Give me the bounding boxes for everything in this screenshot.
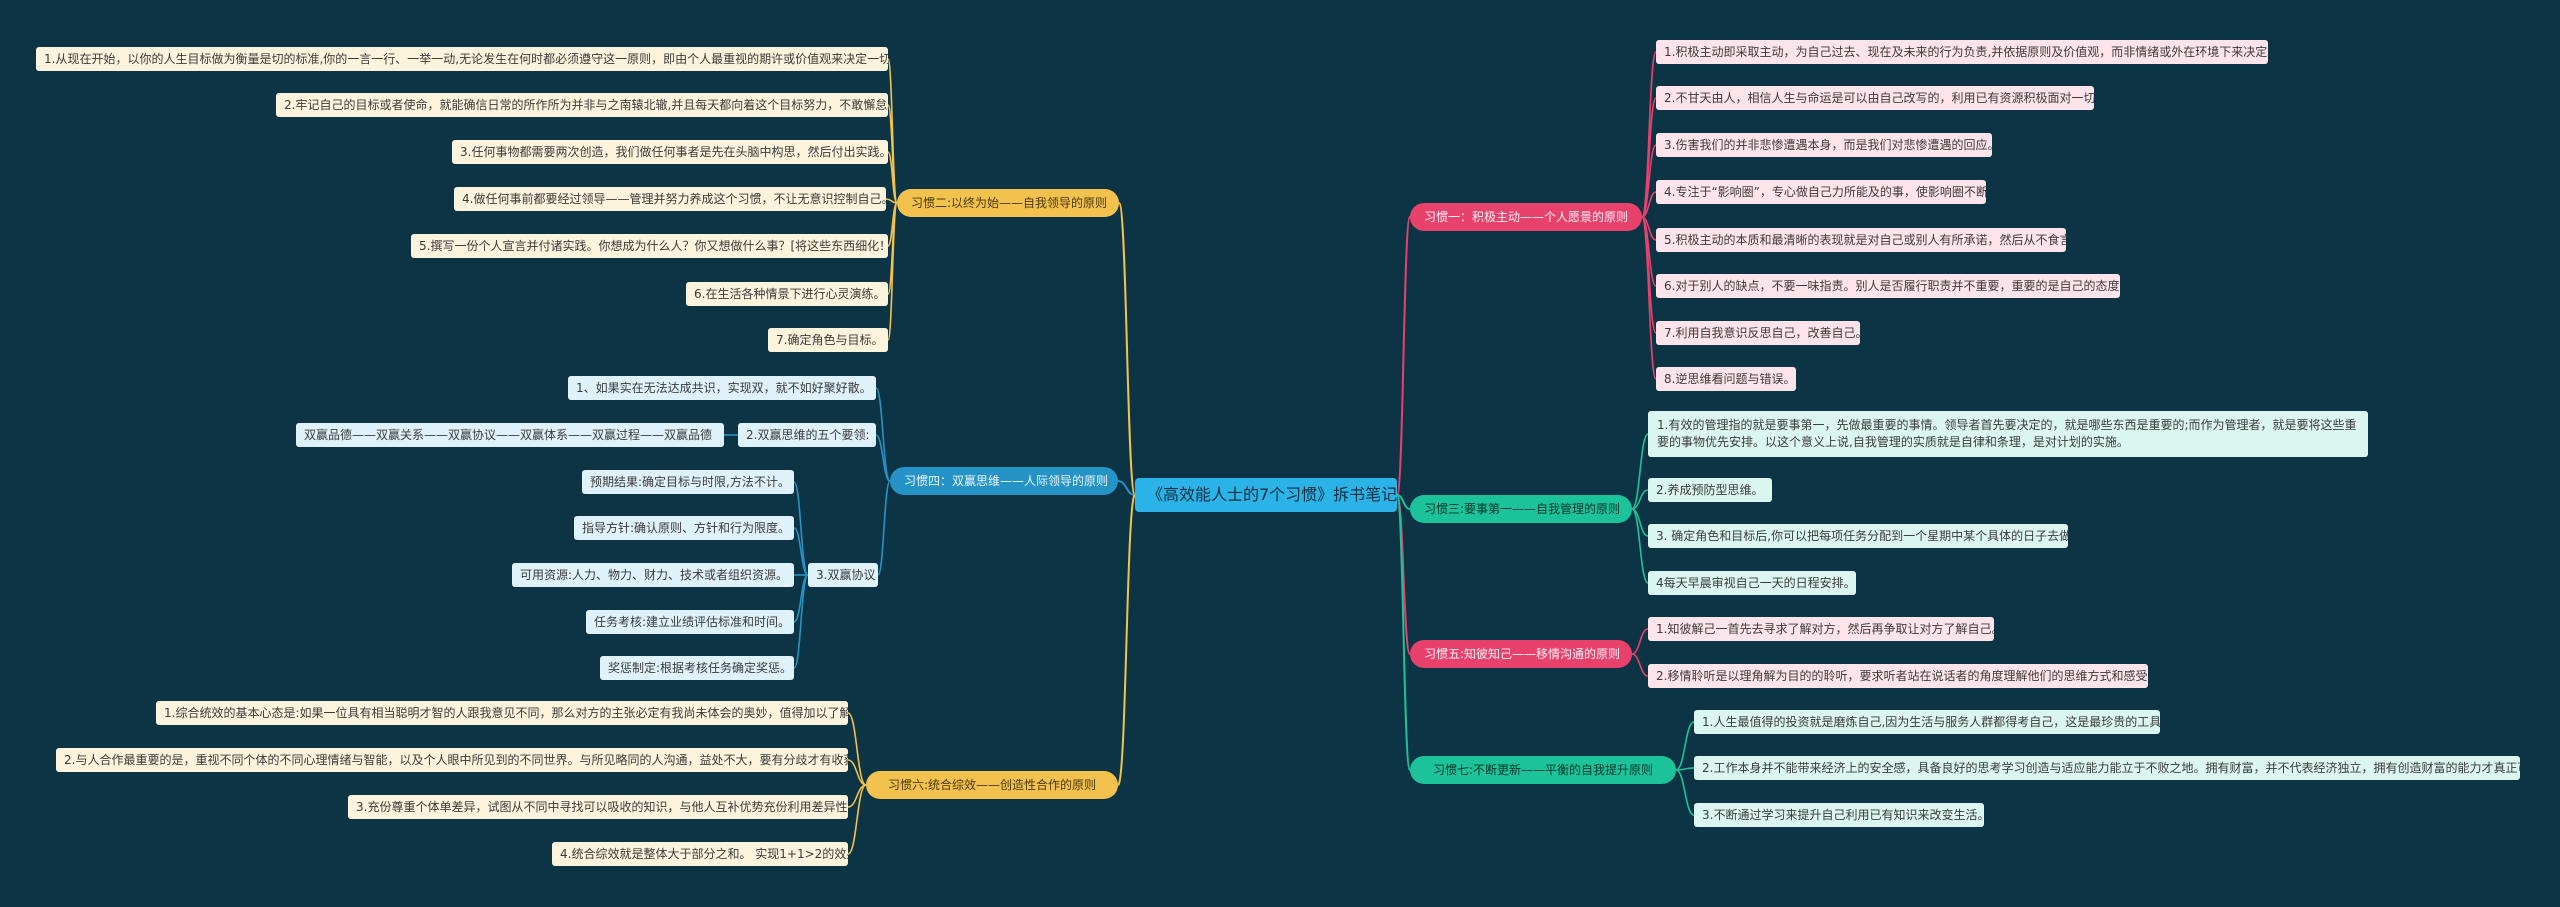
connector-line [793, 574, 809, 669]
habit-4-agreement-4[interactable]: 任务考核:建立业绩评估标准和时间。 [586, 610, 794, 634]
habit-4-item-2[interactable]: 2.双赢思维的五个要领: [738, 423, 876, 447]
connector-line [877, 480, 891, 576]
connector-line [1117, 494, 1136, 786]
habit-3-item-2[interactable]: 2.养成预防型思维。 [1648, 478, 1772, 502]
connector-line [875, 434, 891, 482]
habit-4-item-1[interactable]: 1、如果实在无法达成共识，实现双，就不如好聚好散。 [568, 376, 876, 400]
branch-habit-1[interactable]: 习惯一：积极主动——个人愿景的原则 [1410, 203, 1642, 231]
connector-line [1631, 508, 1649, 584]
habit-1-item-7[interactable]: 7.利用自我意识反思自己，改善自己。 [1656, 321, 1860, 345]
connector-line [1675, 769, 1695, 816]
connector-line [1641, 191, 1657, 218]
habit-4-agreement-2[interactable]: 指导方针:确认原则、方针和行为限度。 [574, 516, 794, 540]
connector-line [847, 712, 867, 786]
habit-4-agreement-5[interactable]: 奖惩制定:根据考核任务确定奖惩。 [600, 656, 794, 680]
habit-4-agreement-3[interactable]: 可用资源:人力、物力、财力、技术或者组织资源。 [512, 563, 794, 587]
habit-6-item-3[interactable]: 3.充份尊重个体单差异，试图从不同中寻找可以吸收的知识，与他人互补优势充份利用差… [348, 795, 848, 819]
habit-4-item-3[interactable]: 3.双赢协议 [808, 563, 878, 587]
habit-4-agreement-1[interactable]: 预期结果:确定目标与时限,方法不计。 [582, 470, 794, 494]
habit-1-item-5[interactable]: 5.积极主动的本质和最清晰的表现就是对自己或别人有所承诺，然后从不食言。 [1656, 228, 2066, 252]
habit-1-item-8[interactable]: 8.逆思维看问题与错误。 [1656, 367, 1796, 391]
branch-habit-3[interactable]: 习惯三:要事第一——自我管理的原则 [1410, 495, 1632, 523]
connector-line [875, 387, 891, 482]
habit-1-item-6[interactable]: 6.对于别人的缺点，不要一味指责。别人是否履行职责并不重要，重要的是自己的态度。 [1656, 274, 2120, 298]
branch-habit-6[interactable]: 习惯六:统合综效——创造性合作的原则 [866, 771, 1118, 799]
habit-1-item-2[interactable]: 2.不甘天由人，相信人生与命运是可以由自己改写的，利用已有资源积极面对一切。 [1656, 86, 2094, 110]
habit-1-item-4[interactable]: 4.专注于“影响圈”，专心做自己力所能及的事，使影响圈不断变大。 [1656, 180, 1986, 204]
connector-line [1631, 489, 1649, 510]
connector-line [847, 759, 867, 786]
connector-line [1117, 480, 1136, 496]
habit-7-item-2[interactable]: 2.工作本身并不能带来经济上的安全感，具备良好的思考学习创造与适应能力能立于不败… [1694, 756, 2520, 780]
branch-habit-7[interactable]: 习惯七:不断更新——平衡的自我提升原则 [1410, 756, 1676, 784]
habit-2-item-6[interactable]: 6.在生活各种情景下进行心灵演练。 [686, 282, 888, 306]
branch-habit-5[interactable]: 习惯五:知彼知己——移情沟通的原则 [1410, 640, 1632, 668]
habit-6-item-4[interactable]: 4.统合综效就是整体大于部分之和。 实现1+1>2的效果 [552, 842, 848, 866]
connector-line [1675, 721, 1695, 771]
habit-6-item-1[interactable]: 1.综合统效的基本心态是:如果一位具有相当聪明才智的人跟我意见不同，那么对方的主… [156, 701, 848, 725]
central-topic[interactable]: 《高效能人士的7个习惯》拆书笔记 [1135, 478, 1397, 512]
connector-line [1641, 97, 1657, 218]
habit-2-item-1[interactable]: 1.从现在开始，以你的人生目标做为衡量是切的标准,你的一言一行、一举一动,无论发… [36, 47, 888, 71]
connector-line [1396, 494, 1411, 510]
connector-line [1631, 653, 1649, 677]
habit-7-item-1[interactable]: 1.人生最值得的投资就是磨炼自己,因为生活与服务人群都得考自己，这是最珍贵的工具… [1694, 710, 2160, 734]
connector-line [1641, 216, 1657, 380]
habit-3-item-4[interactable]: 4每天早晨审视自己一天的日程安排。 [1648, 571, 1856, 595]
habit-4-win-win-chain[interactable]: 双赢品德——双赢关系——双赢协议——双赢体系——双赢过程——双赢品德 [296, 423, 724, 447]
habit-2-item-5[interactable]: 5.撰写一份个人宣言并付诸实践。你想成为什么人？你又想做什么事？[将这些东西细化… [411, 234, 888, 258]
branch-habit-2[interactable]: 习惯二:以终为始——自我领导的原则 [897, 189, 1119, 217]
connector-line [793, 527, 809, 576]
connector-line [887, 151, 898, 204]
habit-7-item-3[interactable]: 3.不断通过学习来提升自己利用已有知识来改变生活。 [1694, 803, 1984, 827]
habit-1-item-3[interactable]: 3.伤害我们的并非悲惨遭遇本身，而是我们对悲惨遭遇的回应。 [1656, 133, 1992, 157]
connector-line [1396, 494, 1411, 771]
habit-3-item-1[interactable]: 1.有效的管理指的就是要事第一，先做最重要的事情。领导者首先要决定的，就是哪些东… [1648, 411, 2368, 457]
connector-line [1631, 628, 1649, 655]
branch-habit-4[interactable]: 习惯四：双赢思维——人际领导的原则 [890, 467, 1118, 495]
connector-line [847, 784, 867, 855]
habit-2-item-2[interactable]: 2.牢记自己的目标或者使命，就能确信日常的所作所为并非与之南辕北辙,并且每天都向… [276, 93, 888, 117]
habit-3-item-3[interactable]: 3. 确定角色和目标后,你可以把每项任务分配到一个星期中某个具体的日子去做。 [1648, 524, 2068, 548]
connector-line [1631, 433, 1649, 510]
connector-line [1396, 216, 1411, 496]
connector-line [1118, 202, 1136, 496]
habit-6-item-2[interactable]: 2.与人合作最重要的是，重视不同个体的不同心理情绪与智能，以及个人眼中所见到的不… [56, 748, 848, 772]
connector-line [887, 202, 898, 341]
habit-2-item-4[interactable]: 4.做任何事前都要经过领导——管理并努力养成这个习惯，不让无意识控制自己。 [454, 187, 886, 211]
habit-5-item-2[interactable]: 2.移情聆听是以理角解为目的的聆听，要求听者站在说话者的角度理解他们的思维方式和… [1648, 664, 2148, 688]
habit-5-item-1[interactable]: 1.知彼解己一首先去寻求了解对方，然后再争取让对方了解自己。 [1648, 617, 1994, 641]
habit-1-item-1[interactable]: 1.积极主动即采取主动，为自己过去、现在及未来的行为负责,并依据原则及价值观，而… [1656, 40, 2268, 64]
habit-2-item-7[interactable]: 7.确定角色与目标。 [768, 328, 888, 352]
habit-2-item-3[interactable]: 3.任何事物都需要两次创造，我们做任何事者是先在头脑中构思，然后付出实践。 [452, 140, 888, 164]
